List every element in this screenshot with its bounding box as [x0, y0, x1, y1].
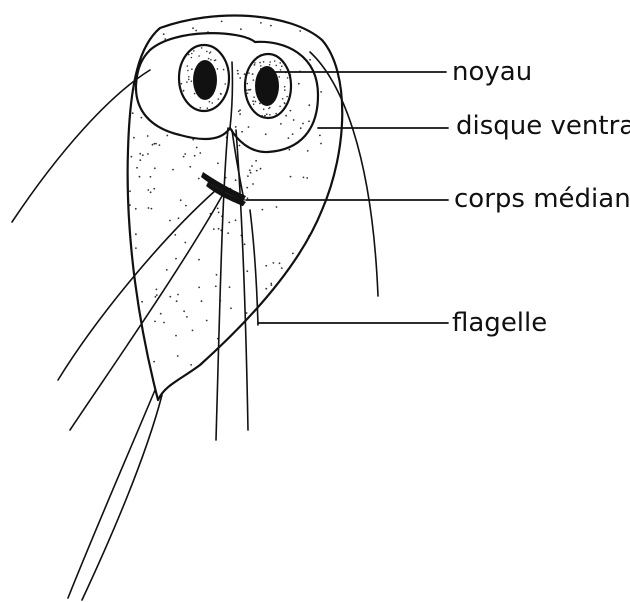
- label-ventral-disc: disque ventral: [456, 111, 630, 141]
- axoneme-left: [216, 128, 228, 440]
- axoneme-center: [232, 130, 244, 200]
- label-flagellum: flagelle: [452, 308, 547, 338]
- cell-body-outline: [128, 16, 343, 401]
- flagellum-lateral-left-1: [58, 190, 216, 380]
- nucleus-left: [179, 45, 229, 111]
- label-median-bodies: corps médians: [454, 184, 630, 214]
- flagellum-posterior-right: [250, 210, 258, 325]
- axoneme-right: [236, 130, 248, 430]
- flagellum-lateral-left-2: [70, 196, 222, 430]
- ventral-disc-groove: [230, 62, 232, 128]
- flagellum-caudal-2: [68, 390, 155, 598]
- flagellum-anterior-left: [12, 70, 150, 222]
- flagellum-anterior-right: [310, 52, 378, 296]
- nucleus-right: [245, 54, 291, 118]
- label-nucleus: noyau: [452, 57, 532, 87]
- flagellum-caudal-1: [82, 395, 162, 600]
